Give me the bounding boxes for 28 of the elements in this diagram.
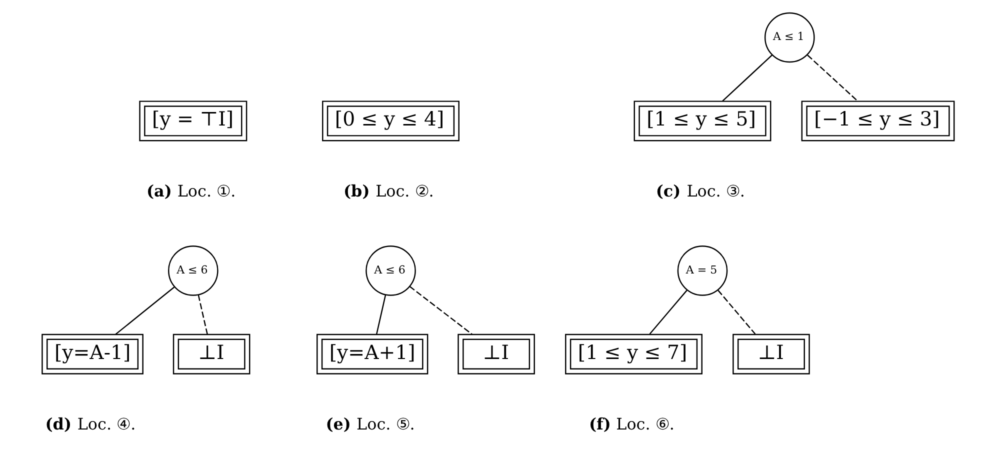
node-box: [1 ≤ y ≤ 5] [634,100,772,142]
node-box: [y=A+1] [316,334,428,374]
node-circle: A ≤ 1 [764,12,815,63]
label: (e) Loc. ⑤. [326,414,415,434]
node-box: [0 ≤ y ≤ 4] [322,100,460,142]
connector [376,294,386,335]
node-circle: A ≤ 6 [168,246,218,296]
node-box: ⊥I [458,334,535,374]
label: (d) Loc. ④. [45,414,136,434]
connector [198,294,208,335]
label: (b) Loc. ②. [344,181,434,200]
connector [649,290,688,334]
connector [115,286,175,335]
node-circle: A ≤ 6 [366,246,416,296]
node-box: ⊥I [732,334,810,374]
label: (f) Loc. ⑥. [588,414,674,434]
node-circle: A = 5 [677,246,728,296]
node-box: [−1 ≤ y ≤ 3] [801,100,955,142]
node-box: [y = ⊤I] [139,100,248,142]
connector [409,286,472,335]
node-box: ⊥I [172,334,250,374]
node-box: [y=A-1] [42,334,144,374]
connector [807,54,858,102]
connector [722,54,772,102]
connector [718,290,756,334]
node-box: [1 ≤ y ≤ 7] [565,334,702,374]
label: (a) Loc. ①. [146,181,236,200]
label: (c) Loc. ③. [656,181,746,200]
